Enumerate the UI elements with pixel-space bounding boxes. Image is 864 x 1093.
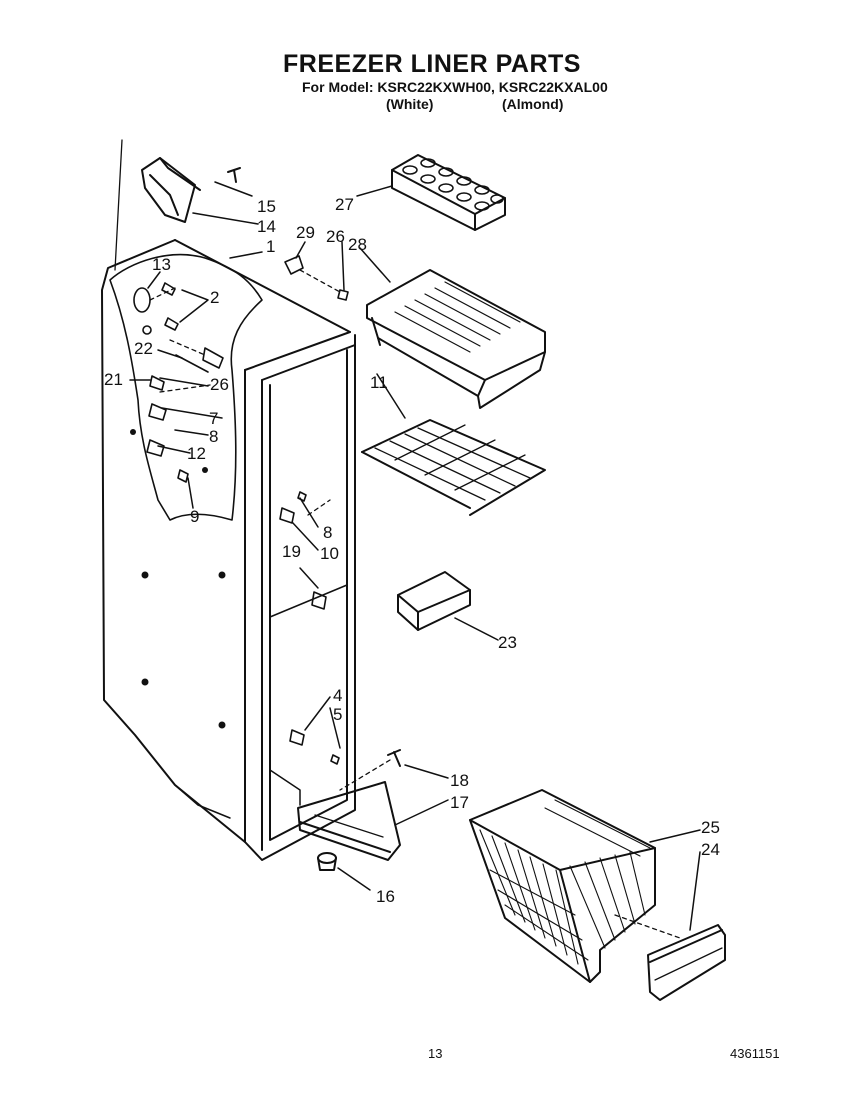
callout-15: 15 [257,197,276,216]
callout-8b: 8 [323,523,332,542]
callout-7: 7 [209,409,218,428]
wire-shelf-part [361,419,546,516]
callout-8a: 8 [209,427,218,446]
callout-10: 10 [320,544,339,563]
callout-16: 16 [376,887,395,906]
callout-27: 27 [335,195,354,214]
variant-almond: (Almond) [502,96,564,112]
callout-26a: 26 [210,375,229,394]
callout-labels: 1 2 4 5 7 8 8 9 10 11 12 13 14 15 16 17 … [104,195,720,906]
ice-tray-part [391,154,506,231]
callout-24: 24 [701,840,720,859]
basket-front-part [647,924,726,1001]
callout-21: 21 [104,370,123,389]
dashed-guides [149,269,681,939]
basket-part [469,789,656,983]
callout-14: 14 [257,217,276,236]
variant-white: (White) [386,96,434,112]
callout-28: 28 [348,235,367,254]
callout-13: 13 [152,255,171,274]
callout-4: 4 [333,686,342,705]
callout-26b: 26 [326,227,345,246]
callout-25: 25 [701,818,720,837]
model-line: For Model: KSRC22KXWH00, KSRC22KXAL00 [302,79,608,95]
callout-1: 1 [266,237,275,256]
document-number: 4361151 [730,1046,780,1061]
callout-5: 5 [333,705,342,724]
callout-19: 19 [282,542,301,561]
screw-15 [227,167,241,183]
grille-part [297,781,401,861]
callout-12: 12 [187,444,206,463]
leader-lines [129,181,701,931]
callout-23: 23 [498,633,517,652]
callout-18: 18 [450,771,469,790]
callout-29: 29 [296,223,315,242]
callout-17: 17 [450,793,469,812]
leveler-16 [317,852,337,871]
shelf-bracket-part [397,571,471,631]
screw-18 [387,749,401,767]
callout-9: 9 [190,507,199,526]
guide-line [114,139,123,271]
callout-11: 11 [370,373,388,392]
callout-2: 2 [210,288,219,307]
freezer-liner-part [101,239,356,861]
callout-22: 22 [134,339,153,358]
handle-part [141,157,201,223]
ice-bin-part [366,269,546,409]
page-number: 13 [428,1046,443,1061]
page-title: FREEZER LINER PARTS [283,50,581,78]
